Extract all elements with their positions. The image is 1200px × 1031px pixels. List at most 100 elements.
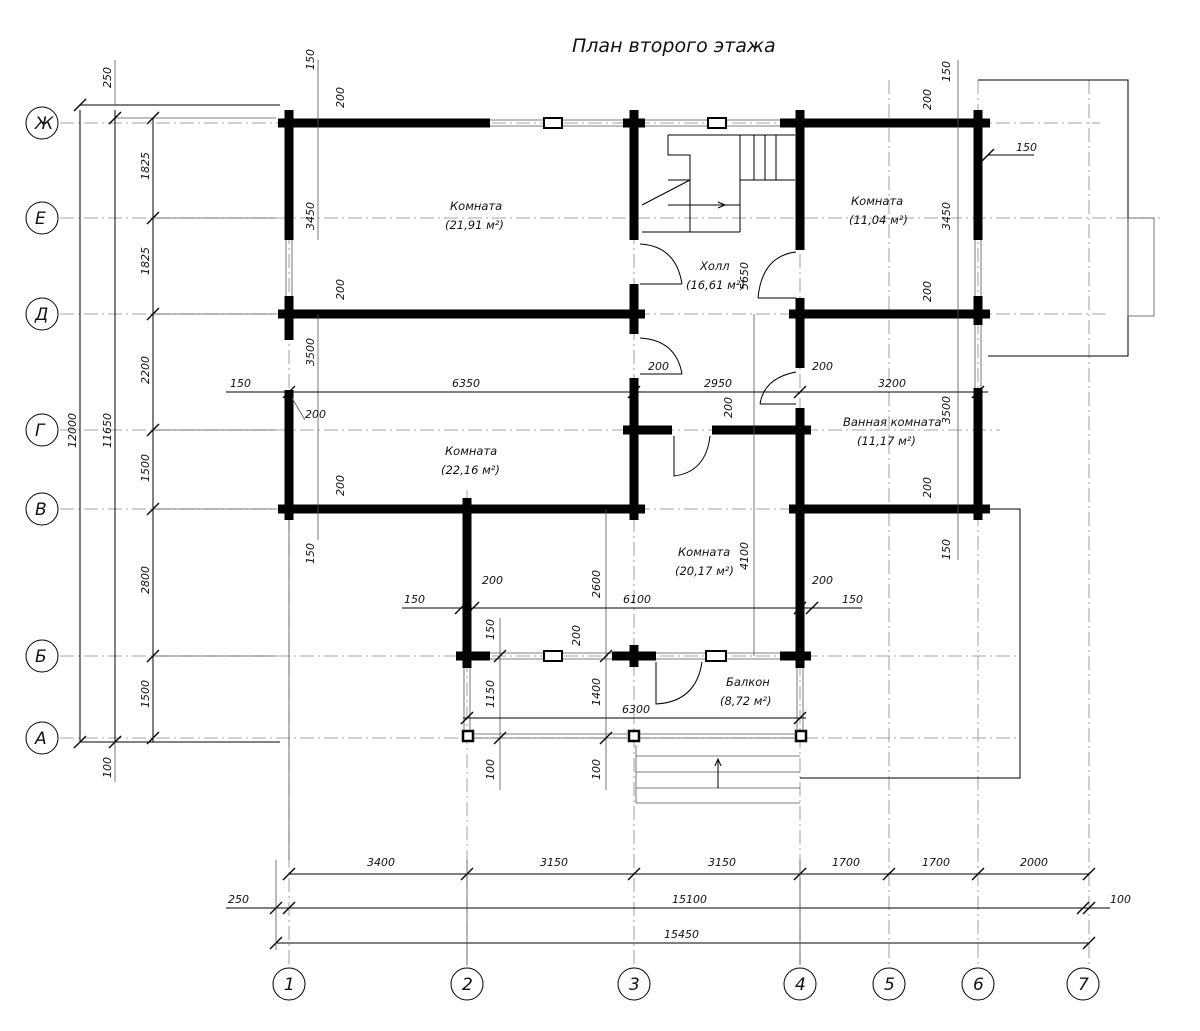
axis-label: 6 bbox=[973, 975, 984, 995]
dimension-label: 3450 bbox=[940, 202, 953, 230]
stairs bbox=[635, 134, 800, 804]
dimension-label: 200 bbox=[921, 89, 934, 110]
axis-label: 2 bbox=[462, 975, 473, 995]
dimension-label: 1150 bbox=[484, 680, 497, 708]
dimension-label: 1825 bbox=[139, 247, 152, 275]
left-dimensions: 1825 1825 2200 1500 2800 1500 11650 1200… bbox=[66, 60, 280, 782]
room-name: Комната bbox=[851, 194, 903, 208]
dimension-label: 15100 bbox=[672, 893, 707, 906]
axis-label: Г bbox=[35, 421, 46, 441]
axis-label: 1 bbox=[284, 975, 295, 995]
dimension-label: 3150 bbox=[540, 856, 568, 869]
room-name: Холл bbox=[699, 259, 730, 273]
window-blocks bbox=[543, 117, 727, 662]
dimension-label: 11650 bbox=[101, 413, 114, 448]
balcony-posts bbox=[461, 668, 808, 743]
dimension-label: 200 bbox=[648, 360, 669, 373]
bottom-dimensions: 3400 3150 3150 1700 1700 2000 250 15100 … bbox=[226, 856, 1131, 965]
dimension-label: 3500 bbox=[304, 338, 317, 366]
plan-title: План второго этажа bbox=[572, 35, 776, 57]
dimension-label: 100 bbox=[484, 759, 497, 780]
axis-label: 5 bbox=[884, 975, 895, 995]
dimension-label: 2950 bbox=[704, 377, 732, 390]
room-area: (21,91 м²) bbox=[445, 218, 504, 232]
dimension-label: 5650 bbox=[738, 262, 751, 290]
dimension-label: 3450 bbox=[304, 202, 317, 230]
axis-label: Ж bbox=[34, 114, 54, 134]
dimension-label: 250 bbox=[101, 67, 114, 88]
dimension-label: 3400 bbox=[367, 856, 395, 869]
dimension-label: 3150 bbox=[708, 856, 736, 869]
dimension-label: 150 bbox=[304, 543, 317, 564]
dimension-label: 200 bbox=[570, 625, 583, 646]
dimension-label: 150 bbox=[484, 619, 497, 640]
dimension-label: 200 bbox=[334, 279, 347, 300]
dimension-label: 12000 bbox=[66, 413, 79, 448]
axis-label: 3 bbox=[629, 975, 640, 995]
terrace-outline bbox=[288, 79, 1155, 860]
dimension-label: 1700 bbox=[832, 856, 860, 869]
letter-axes: Ж Е Д Г В Б А bbox=[25, 106, 59, 755]
dimension-label: 2200 bbox=[139, 356, 152, 384]
dimension-label: 100 bbox=[590, 759, 603, 780]
axis-label: Д bbox=[34, 305, 48, 325]
axis-label: А bbox=[34, 729, 47, 749]
room-area: (16,61 м²) bbox=[686, 278, 745, 292]
axis-grid bbox=[60, 80, 1160, 970]
dimension-label: 15450 bbox=[664, 928, 699, 941]
room-area: (11,04 м²) bbox=[849, 213, 908, 227]
dimension-label: 200 bbox=[482, 574, 503, 587]
dimension-label: 3200 bbox=[878, 377, 906, 390]
room-name: Ванная комната bbox=[843, 415, 942, 429]
dimension-label: 200 bbox=[921, 477, 934, 498]
dimension-label: 1500 bbox=[139, 454, 152, 482]
axis-label: 7 bbox=[1078, 975, 1089, 995]
room-area: (11,17 м²) bbox=[857, 434, 916, 448]
dimension-label: 150 bbox=[940, 539, 953, 560]
axis-label: Е bbox=[35, 209, 46, 229]
dimension-label: 2000 bbox=[1020, 856, 1048, 869]
dimension-label: 150 bbox=[404, 593, 425, 606]
dimension-label: 100 bbox=[101, 757, 114, 778]
room-name: Комната bbox=[450, 199, 502, 213]
dimension-label: 200 bbox=[334, 87, 347, 108]
room-area: (20,17 м²) bbox=[675, 564, 734, 578]
dimension-label: 200 bbox=[812, 360, 833, 373]
room-area: (8,72 м²) bbox=[720, 694, 772, 708]
dimension-label: 4100 bbox=[738, 542, 751, 570]
room-name: Комната bbox=[678, 545, 730, 559]
dimension-label: 200 bbox=[812, 574, 833, 587]
dimension-label: 1825 bbox=[139, 152, 152, 180]
room-name: Балкон bbox=[726, 675, 770, 689]
number-axes: 1 2 3 4 5 6 7 bbox=[272, 967, 1100, 1001]
dimension-label: 200 bbox=[334, 475, 347, 496]
dimension-label: 6350 bbox=[452, 377, 480, 390]
dimension-label: 1400 bbox=[590, 678, 603, 706]
dimension-label: 6100 bbox=[623, 593, 651, 606]
axis-label: 4 bbox=[795, 975, 806, 995]
room-labels: Комната (21,91 м²) Холл (16,61 м²) Комна… bbox=[441, 194, 942, 708]
walls bbox=[280, 110, 990, 668]
dimension-label: 100 bbox=[1110, 893, 1131, 906]
dimension-label: 2600 bbox=[590, 570, 603, 598]
dimension-label: 150 bbox=[842, 593, 863, 606]
axis-label: Б bbox=[35, 647, 47, 667]
interior-dimensions: 150 200 3450 200 3500 200 150 150 200 63… bbox=[226, 49, 1037, 790]
room-area: (22,16 м²) bbox=[441, 463, 500, 477]
dimension-label: 1700 bbox=[922, 856, 950, 869]
dimension-label: 200 bbox=[305, 408, 326, 421]
dimension-label: 6300 bbox=[622, 703, 650, 716]
door-swings bbox=[639, 243, 797, 705]
dimension-label: 2800 bbox=[139, 566, 152, 594]
axis-label: В bbox=[35, 500, 47, 520]
dimension-label: 150 bbox=[1016, 141, 1037, 154]
dimension-label: 200 bbox=[921, 281, 934, 302]
dimension-label: 250 bbox=[228, 893, 249, 906]
dimension-label: 1500 bbox=[139, 680, 152, 708]
dimension-label: 150 bbox=[304, 49, 317, 70]
dimension-label: 150 bbox=[230, 377, 251, 390]
log-joints bbox=[278, 112, 989, 667]
dimension-label: 3500 bbox=[940, 396, 953, 424]
room-name: Комната bbox=[445, 444, 497, 458]
